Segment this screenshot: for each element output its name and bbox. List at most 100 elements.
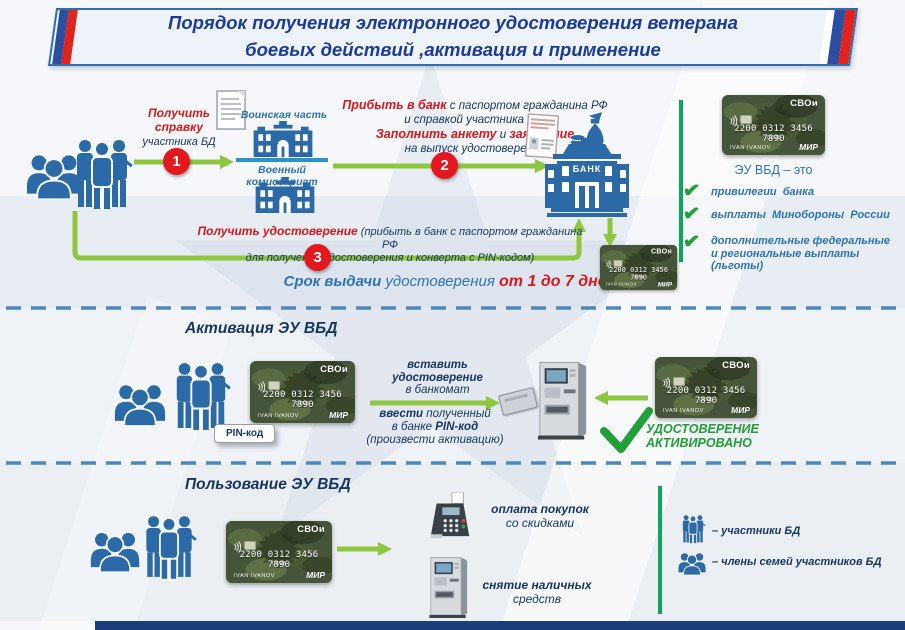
contactless-icon <box>662 376 671 394</box>
mir-logo: МИР <box>657 280 672 288</box>
activated-line2: АКТИВИРОВАНО <box>646 435 752 450</box>
card-brand: СВОи <box>320 364 348 375</box>
benefits-caption: ЭУ ВБД – это <box>734 163 813 177</box>
legend-soldiers-icon <box>680 514 706 544</box>
step-2-circle: 2 <box>431 152 458 179</box>
card-expiry: 01/25 <box>699 397 713 403</box>
enter-bold1: ввести <box>379 408 424 420</box>
card-chip <box>244 541 256 550</box>
card-brand: СВОи <box>297 524 325 535</box>
card-chip <box>740 115 752 124</box>
step3-note2: для получения удостоверения и конверта с… <box>245 251 535 264</box>
enter-bold2: PIN-код <box>435 421 479 434</box>
pos-terminal-icon <box>426 492 474 540</box>
cash-line1: снятие наличных <box>482 578 592 592</box>
card-holder: IVAN IVANOV <box>730 145 771 151</box>
soldiers-icon <box>140 510 198 584</box>
enter-pin-label: ввести полученный в банке PIN-код (произ… <box>355 408 515 448</box>
step1-object: участника БД <box>142 136 216 149</box>
contactless-icon <box>729 114 738 132</box>
card-brand: СВОи <box>722 360 750 371</box>
card-number: 2200 0312 3456 7890 <box>263 390 342 410</box>
insert-line1: вставить <box>407 359 468 371</box>
contactless-icon <box>233 540 242 558</box>
card-expiry: 01/25 <box>295 401 310 407</box>
insert-line3: в банкомат <box>405 384 470 397</box>
enter-rest1: полученный <box>423 408 491 420</box>
mir-logo: МИР <box>329 410 348 420</box>
cash-caption: снятие наличных средств <box>462 578 612 607</box>
veteran-card: СВОи 2200 0312 3456 7890 01/25 IVAN IVAN… <box>655 357 757 418</box>
step1-label: Получить справку участника БД <box>133 106 225 149</box>
card-number: 2200 0312 3456 7890 <box>666 386 746 406</box>
card-brand: СВОи <box>790 98 818 109</box>
step2-mid: и <box>496 129 510 142</box>
atm-icon <box>536 360 590 440</box>
bank-building-icon <box>545 138 629 217</box>
benefit-item: выплаты Минобороны России <box>711 209 890 221</box>
legend-item: – члены семей участников БД <box>712 556 882 568</box>
step1-action: Получить справку <box>147 106 211 135</box>
activation-heading: Активация ЭУ ВБД <box>185 320 338 337</box>
header-banner: Порядок получения электронного удостовер… <box>47 8 859 66</box>
card-number: 2200 0312 3456 7890 <box>734 124 813 144</box>
benefit-item: привилегии банка <box>711 186 815 198</box>
veteran-card: СВОи 2200 0312 3456 7890 01/25 IVAN IVAN… <box>600 245 678 290</box>
page-title-line1: Порядок получения электронного удостовер… <box>168 12 738 34</box>
card-chip <box>673 377 685 386</box>
step2-action1: Прибыть в банк <box>342 98 447 112</box>
card-holder: IVAN IVANOV <box>663 408 704 414</box>
military-unit-building-icon <box>252 121 314 157</box>
activated-label: УДОСТОВЕРЕНИЕ АКТИВИРОВАНО <box>646 422 759 451</box>
contactless-icon <box>257 380 266 398</box>
mir-logo: МИР <box>306 570 325 580</box>
mir-logo: МИР <box>799 142 818 152</box>
step2-label: Прибыть в банк с паспортом гражданина РФ… <box>325 98 625 156</box>
legend-family-icon <box>678 550 706 576</box>
term-part3: от 1 до 7 дней <box>499 273 617 290</box>
building-divider <box>236 158 328 162</box>
legend-item: – участники БД <box>712 525 801 537</box>
step2-rest1: с паспортом гражданина РФ <box>446 100 608 112</box>
card-number: 2200 0312 3456 7890 <box>239 550 319 570</box>
card-expiry: 01/25 <box>272 561 286 567</box>
page-title: Порядок получения электронного удостовер… <box>52 8 854 66</box>
benefit-item-line1: дополнительные федеральные <box>711 235 891 247</box>
step2-action2: Заполнить анкету <box>375 127 497 142</box>
benefit-item: дополнительные федеральные и региональны… <box>711 235 905 273</box>
check-icon: ✔ <box>681 230 701 254</box>
bank-label: БАНК <box>572 164 602 174</box>
pos-line2: со скидками <box>505 516 575 531</box>
card-holder: IVAN IVANOV <box>258 413 299 419</box>
step2-line2: и справкой участника БД. <box>404 113 546 126</box>
card-brand: СВОи <box>651 247 672 256</box>
check-icon: ✔ <box>681 202 701 226</box>
commissariat-building-icon <box>254 177 316 213</box>
insert-line2: удостоверение <box>392 371 483 384</box>
card-expiry: 01/25 <box>766 135 781 141</box>
veteran-card: СВОи 2200 0312 3456 7890 01/25 IVAN IVAN… <box>226 521 332 583</box>
soldiers-icon <box>170 360 232 432</box>
step2-line4: на выпуск удостоверения <box>404 142 546 155</box>
insert-card-label: вставить удостоверение в банкомат <box>375 359 500 397</box>
page-title-line2: боевых действий ,активация и применение <box>245 39 661 60</box>
card-chip <box>268 381 280 390</box>
activated-line1: УДОСТОВЕРЕНИЕ <box>646 422 759 436</box>
mir-logo: МИР <box>731 405 750 415</box>
enter-line3: (произвести активацию) <box>366 434 504 447</box>
soldiers-icon <box>70 138 134 210</box>
cash-line2: средств <box>512 592 562 607</box>
veteran-card: СВОи 2200 0312 3456 7890 01/25 IVAN IVAN… <box>250 361 355 423</box>
pos-line1: оплата покупок <box>491 502 589 516</box>
issue-term-label: Срок выдачи удостоверения от 1 до 7 дней <box>280 273 620 292</box>
family-group-icon <box>114 380 166 427</box>
contactless-icon <box>605 259 612 273</box>
step3-label: Получить удостоверение (прибыть в банк с… <box>190 224 590 265</box>
step-3-circle: 3 <box>304 244 331 271</box>
step3-note1: (прибыть в банк с паспортом гражданина Р… <box>357 226 583 251</box>
veteran-card: СВОи 2200 0312 3456 7890 01/25 IVAN IVAN… <box>722 95 825 155</box>
usage-heading: Пользование ЭУ ВБД <box>185 476 351 493</box>
bottom-accent-bar <box>95 621 905 630</box>
pos-caption: оплата покупок со скидками <box>470 502 610 531</box>
